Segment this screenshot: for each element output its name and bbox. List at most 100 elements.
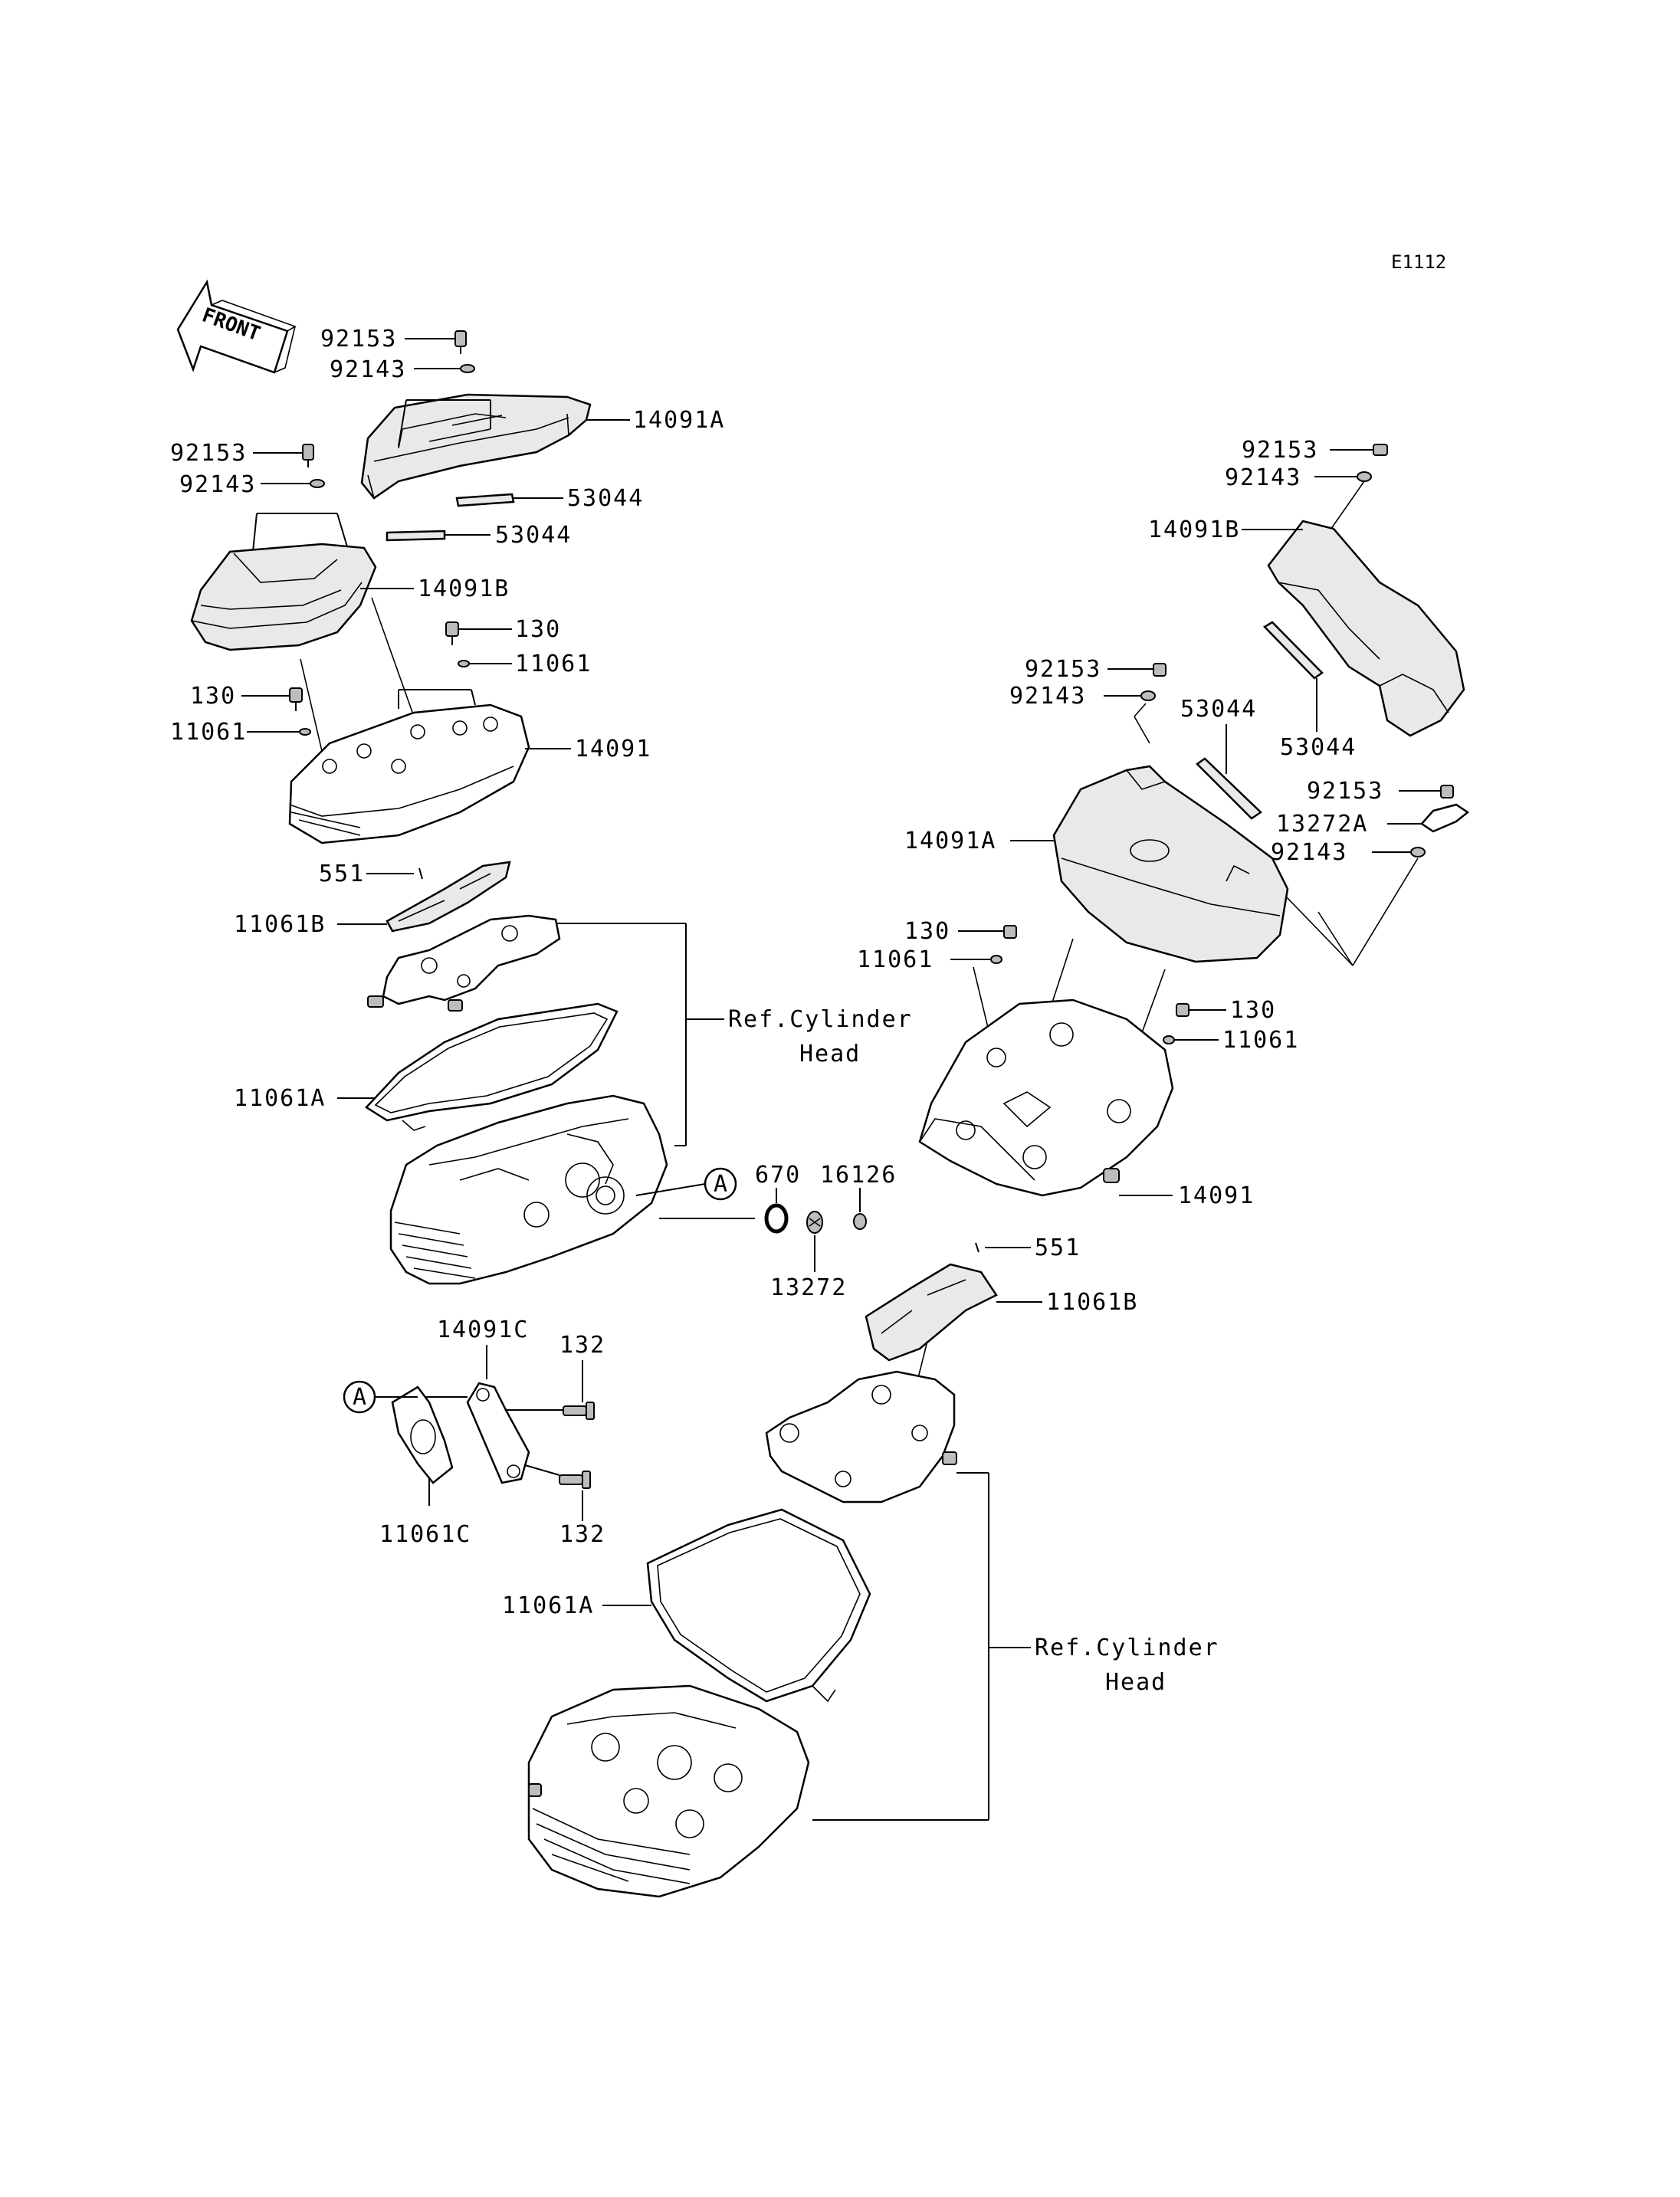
bolt-92153-e [1440,785,1454,798]
label-14091-a: 14091 [575,736,651,762]
label-11061A-b: 11061A [502,1592,594,1619]
cylinder-head-rear [527,1684,810,1898]
label-92143-e: 92143 [1271,839,1347,866]
rod-53044-d [1196,757,1262,820]
gasket-11061A-rear [646,1508,871,1703]
pin-551-b [975,1242,979,1253]
cover-14091A-rear [1052,765,1289,963]
label-14091B-a: 14091B [418,575,510,602]
washer-92143-a [460,364,475,373]
o-ring-670 [764,1203,789,1234]
label-130-b: 130 [190,683,236,710]
washer-92143-c [1357,471,1372,482]
rod-53044-a [455,493,563,507]
rocker-holder-front [367,914,561,1012]
label-92143-b: 92143 [179,471,256,498]
washer-11061-c [990,955,1002,964]
label-53044-b: 53044 [495,522,572,549]
gasket-11061A-front [365,1002,619,1131]
cover-14091B-rear [1267,520,1465,737]
svg-text:A: A [714,1171,729,1198]
gasket-11061C [391,1385,454,1484]
bolt-132-a [563,1402,595,1420]
label-92153-e: 92153 [1307,778,1383,805]
diagram-code: E1112 [1391,251,1446,273]
label-11061A-a: 11061A [234,1085,326,1112]
label-92153-a: 92153 [320,326,397,353]
bolt-130-d [1176,1003,1189,1017]
bolt-92153-c [1373,444,1388,456]
bolt-132-b [559,1471,591,1489]
washer-11061-a [458,660,470,667]
bolt-92153-b [302,444,314,467]
label-ref-cylinder-head-a-line2: Head [799,1041,861,1067]
label-11061-c: 11061 [857,946,934,973]
label-92153-b: 92153 [170,440,247,467]
bracket-13272A [1420,803,1470,833]
gasket-11061B-front [386,861,511,933]
screen-13272 [806,1211,823,1234]
label-92143-d: 92143 [1009,683,1086,710]
head-cover-14091-front [288,703,530,844]
label-11061-d: 11061 [1222,1027,1299,1054]
bolt-92153-d [1153,663,1166,677]
head-cover-14091-rear [918,998,1174,1197]
label-130-a: 130 [515,616,561,643]
cover-14091A-front [360,393,592,500]
label-130-c: 130 [904,918,950,945]
washer-92143-d [1140,690,1156,701]
label-92153-d: 92153 [1025,656,1101,683]
label-ref-cylinder-head-a-line1: Ref.Cylinder [728,1006,913,1033]
label-53044-d: 53044 [1280,734,1357,761]
cap-14091C [466,1382,530,1484]
label-13272A: 13272A [1276,811,1368,838]
bolt-92153-a [454,330,467,354]
label-92153-c: 92153 [1242,437,1318,464]
washer-92143-b [310,479,325,488]
marker-a-head: A [704,1167,737,1201]
cover-14091B-front [190,543,377,651]
label-13272: 13272 [770,1274,847,1301]
pin-551-a [418,867,423,880]
washer-11061-b [299,728,311,736]
label-11061C: 11061C [379,1521,471,1548]
label-14091B-b: 14091B [1148,516,1240,543]
svg-text:A: A [353,1384,368,1411]
label-14091A-a: 14091A [633,407,725,434]
rocker-holder-rear [765,1370,957,1503]
bolt-130-b [289,687,303,711]
label-132-b: 132 [559,1521,605,1548]
rod-53044-c [1263,621,1324,680]
label-11061-b: 11061 [170,719,247,746]
label-53044-a: 53044 [567,485,644,512]
label-670: 670 [755,1162,801,1189]
label-53044-c: 53044 [1180,696,1257,723]
label-130-d: 130 [1230,997,1276,1024]
marker-a-cap: A [343,1380,376,1414]
washer-11061-d [1163,1035,1175,1044]
bolt-130-a [445,621,459,645]
label-11061-a: 11061 [515,651,592,677]
gasket-11061B-rear [865,1263,998,1362]
label-92143-a: 92143 [330,356,406,383]
label-132-a: 132 [559,1332,605,1359]
label-14091A-b: 14091A [904,828,996,854]
label-551-a: 551 [319,861,365,887]
label-16126: 16126 [820,1162,897,1189]
washer-92143-e [1410,847,1426,857]
label-11061B-b: 11061B [1046,1289,1138,1316]
label-14091-b: 14091 [1178,1182,1255,1209]
label-14091C: 14091C [437,1317,529,1343]
cylinder-head-front [389,1094,668,1285]
front-arrow-icon: FRONT [176,279,297,374]
nut-16126 [853,1213,867,1230]
label-92143-c: 92143 [1225,464,1301,491]
label-11061B-a: 11061B [234,911,326,938]
rod-53044-b [386,530,491,542]
label-ref-cylinder-head-b-line1: Ref.Cylinder [1035,1635,1219,1661]
bolt-130-c [1003,925,1017,939]
label-ref-cylinder-head-b-line2: Head [1105,1669,1166,1696]
label-551-b: 551 [1035,1235,1081,1261]
